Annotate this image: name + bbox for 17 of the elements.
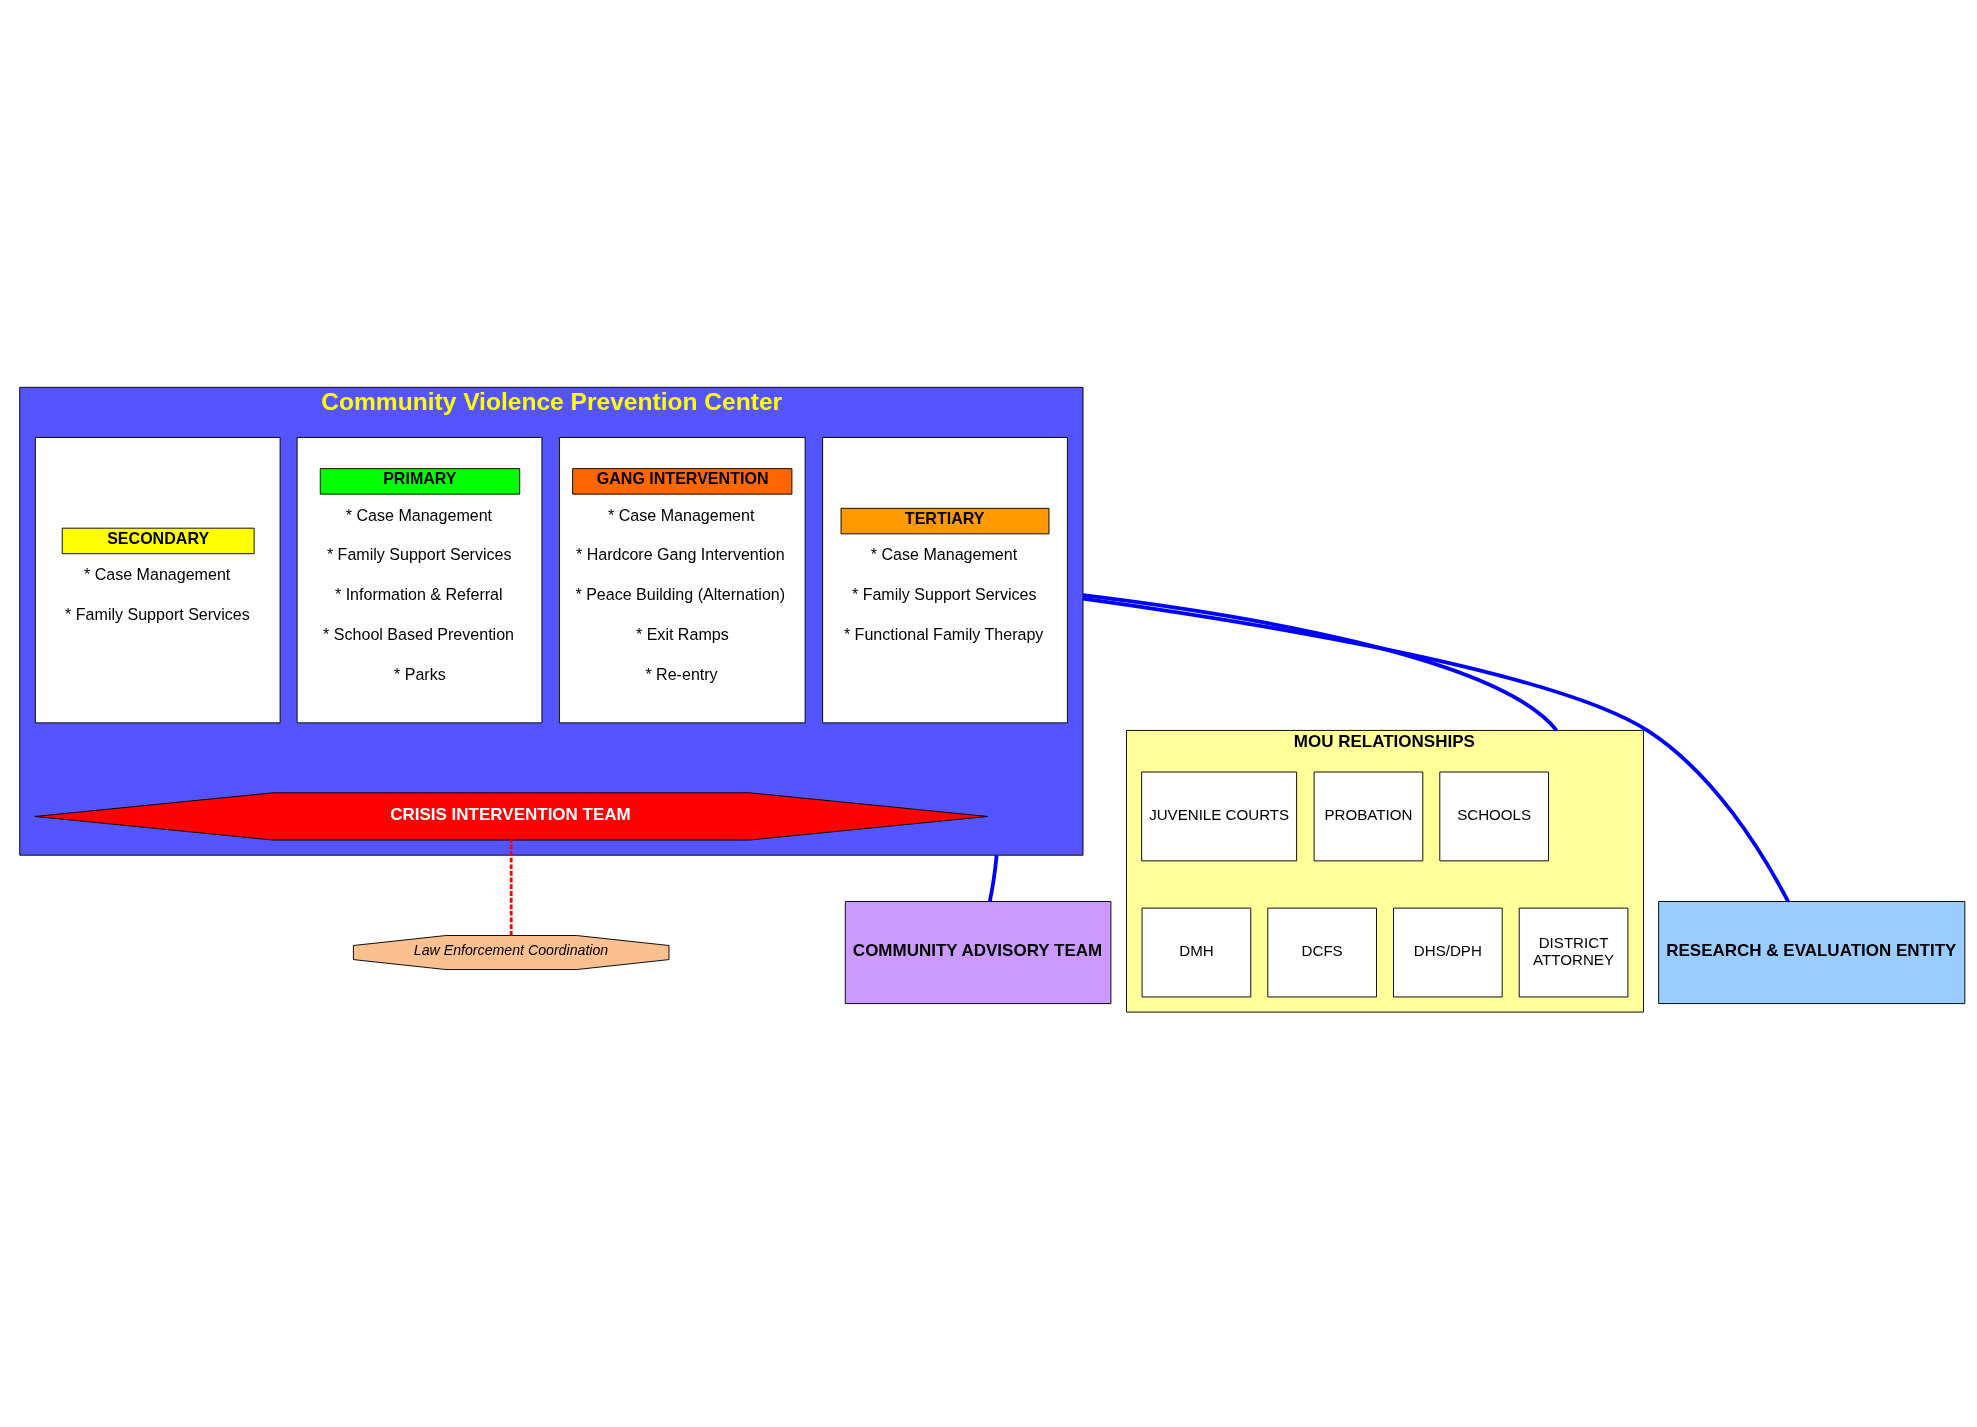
node-box: JUVENILE COURTS [1141, 771, 1298, 862]
node-box: PROBATION [1313, 771, 1424, 862]
node-box: DHS/DPH [1393, 907, 1503, 998]
node-box: SECONDARY * Case Management * Family Support Services [34, 436, 281, 724]
node-box: GANG INTERVENTION * Case Management * Hardcore Gang Intervention * Peace Building (Alternation) * Exit Ramps * Re-entry [558, 436, 806, 724]
node-box: PRIMARY * Case Management * Family Support Services * Information & Referral * School Based Prevention * Parks [296, 436, 543, 724]
node-box: COMMUNITY ADVISORY TEAM [844, 901, 1112, 1005]
connector [509, 840, 513, 936]
node-box: RESEARCH & EVALUATION ENTITY [1658, 901, 1966, 1005]
node-box: DMH [1141, 907, 1252, 998]
node-box: DCFS [1267, 907, 1377, 998]
connector [988, 855, 999, 902]
node-box: TERTIARY * Case Management * Family Support Services * Functional Family Therapy [822, 436, 1068, 724]
connector [1082, 593, 1558, 732]
node-box: SCHOOLS [1439, 771, 1549, 862]
connector [1082, 596, 1790, 903]
node-box: DISTRICT ATTORNEY [1518, 907, 1629, 998]
